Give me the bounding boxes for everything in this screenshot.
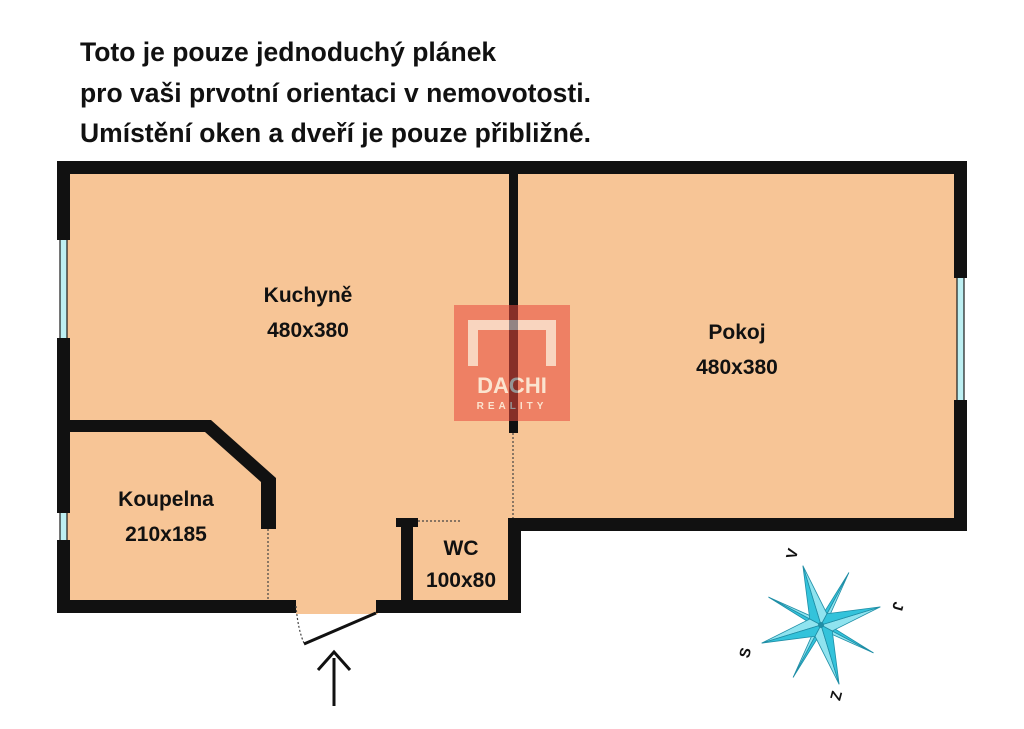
floor-areas: [64, 168, 962, 614]
room-bathroom-size: 210x185: [125, 523, 207, 546]
compass-center: [818, 622, 824, 628]
room-kitchen-size: 480x380: [267, 319, 349, 342]
compass-letter-west: Z: [827, 689, 846, 702]
wall-bottom-left: [57, 600, 296, 613]
entrance-arrow: [316, 649, 352, 706]
wall-right-upper: [954, 161, 967, 278]
window-left-upper: [60, 240, 67, 338]
compass-rose: [761, 565, 881, 685]
compass-letter-south: J: [888, 600, 907, 612]
plan-disclaimer: Toto je pouze jednoduchý plánek pro vaši…: [80, 32, 591, 154]
room-labels: Kuchyně 480x380 Pokoj 480x380 Koupelna 2…: [118, 284, 778, 592]
watermark-logo-mark: [468, 320, 556, 366]
door-entrance-arc: [295, 605, 305, 644]
outer-walls: [57, 161, 967, 613]
disclaimer-line-3: Umístění oken a dveří je pouze přibližné…: [80, 118, 591, 148]
room-main-size: 480x380: [696, 356, 778, 379]
wall-kitchen-room: [509, 168, 518, 433]
entrance-arrow-head: [316, 649, 352, 671]
dachi-watermark: DACHI REALITY: [454, 305, 570, 421]
interior-walls: [64, 168, 518, 613]
disclaimer-line-2: pro vaši prvotní orientaci v nemovotosti…: [80, 77, 591, 108]
entrance-door-leaf: [303, 611, 377, 646]
door-markers: [267, 433, 514, 644]
wall-bathroom: [64, 420, 276, 529]
watermark-box: [454, 305, 570, 421]
compass-point-right-shade: [820, 606, 881, 626]
wall-left-upper: [57, 161, 70, 240]
floor-entrance: [296, 600, 378, 614]
compass-letter-north: S: [736, 646, 755, 660]
room-main-name: Pokoj: [708, 321, 765, 344]
compass-diagonal-points: [768, 572, 874, 678]
wall-right-lower: [954, 400, 967, 531]
window-left-lower: [60, 513, 67, 540]
windows: [59, 240, 965, 540]
wall-top: [57, 161, 967, 174]
room-kitchen-name: Kuchyně: [264, 284, 353, 307]
wall-wc-left: [401, 518, 413, 613]
wall-wc-top: [396, 518, 418, 527]
room-wc-name: WC: [444, 537, 479, 560]
floor-room: [512, 168, 962, 524]
watermark-brand: DACHI: [477, 373, 547, 398]
wall-bottom-room: [512, 518, 967, 531]
wall-left-lower: [57, 540, 70, 613]
watermark-tagline: REALITY: [477, 401, 548, 412]
compass-cardinal-points: [761, 565, 881, 685]
floor-wc: [410, 522, 514, 604]
compass-letter-east: V: [783, 547, 802, 561]
window-right: [957, 278, 964, 400]
disclaimer-line-1: Toto je pouze jednoduchý plánek: [80, 37, 497, 67]
room-bathroom-name: Koupelna: [118, 488, 214, 511]
wall-left-middle: [57, 338, 70, 513]
compass-point-left-shade: [761, 624, 822, 644]
compass-point-down-shade: [820, 624, 840, 685]
room-wc-size: 100x80: [426, 569, 496, 592]
wall-wc-right: [508, 518, 521, 613]
wall-bottom-right: [376, 600, 521, 613]
